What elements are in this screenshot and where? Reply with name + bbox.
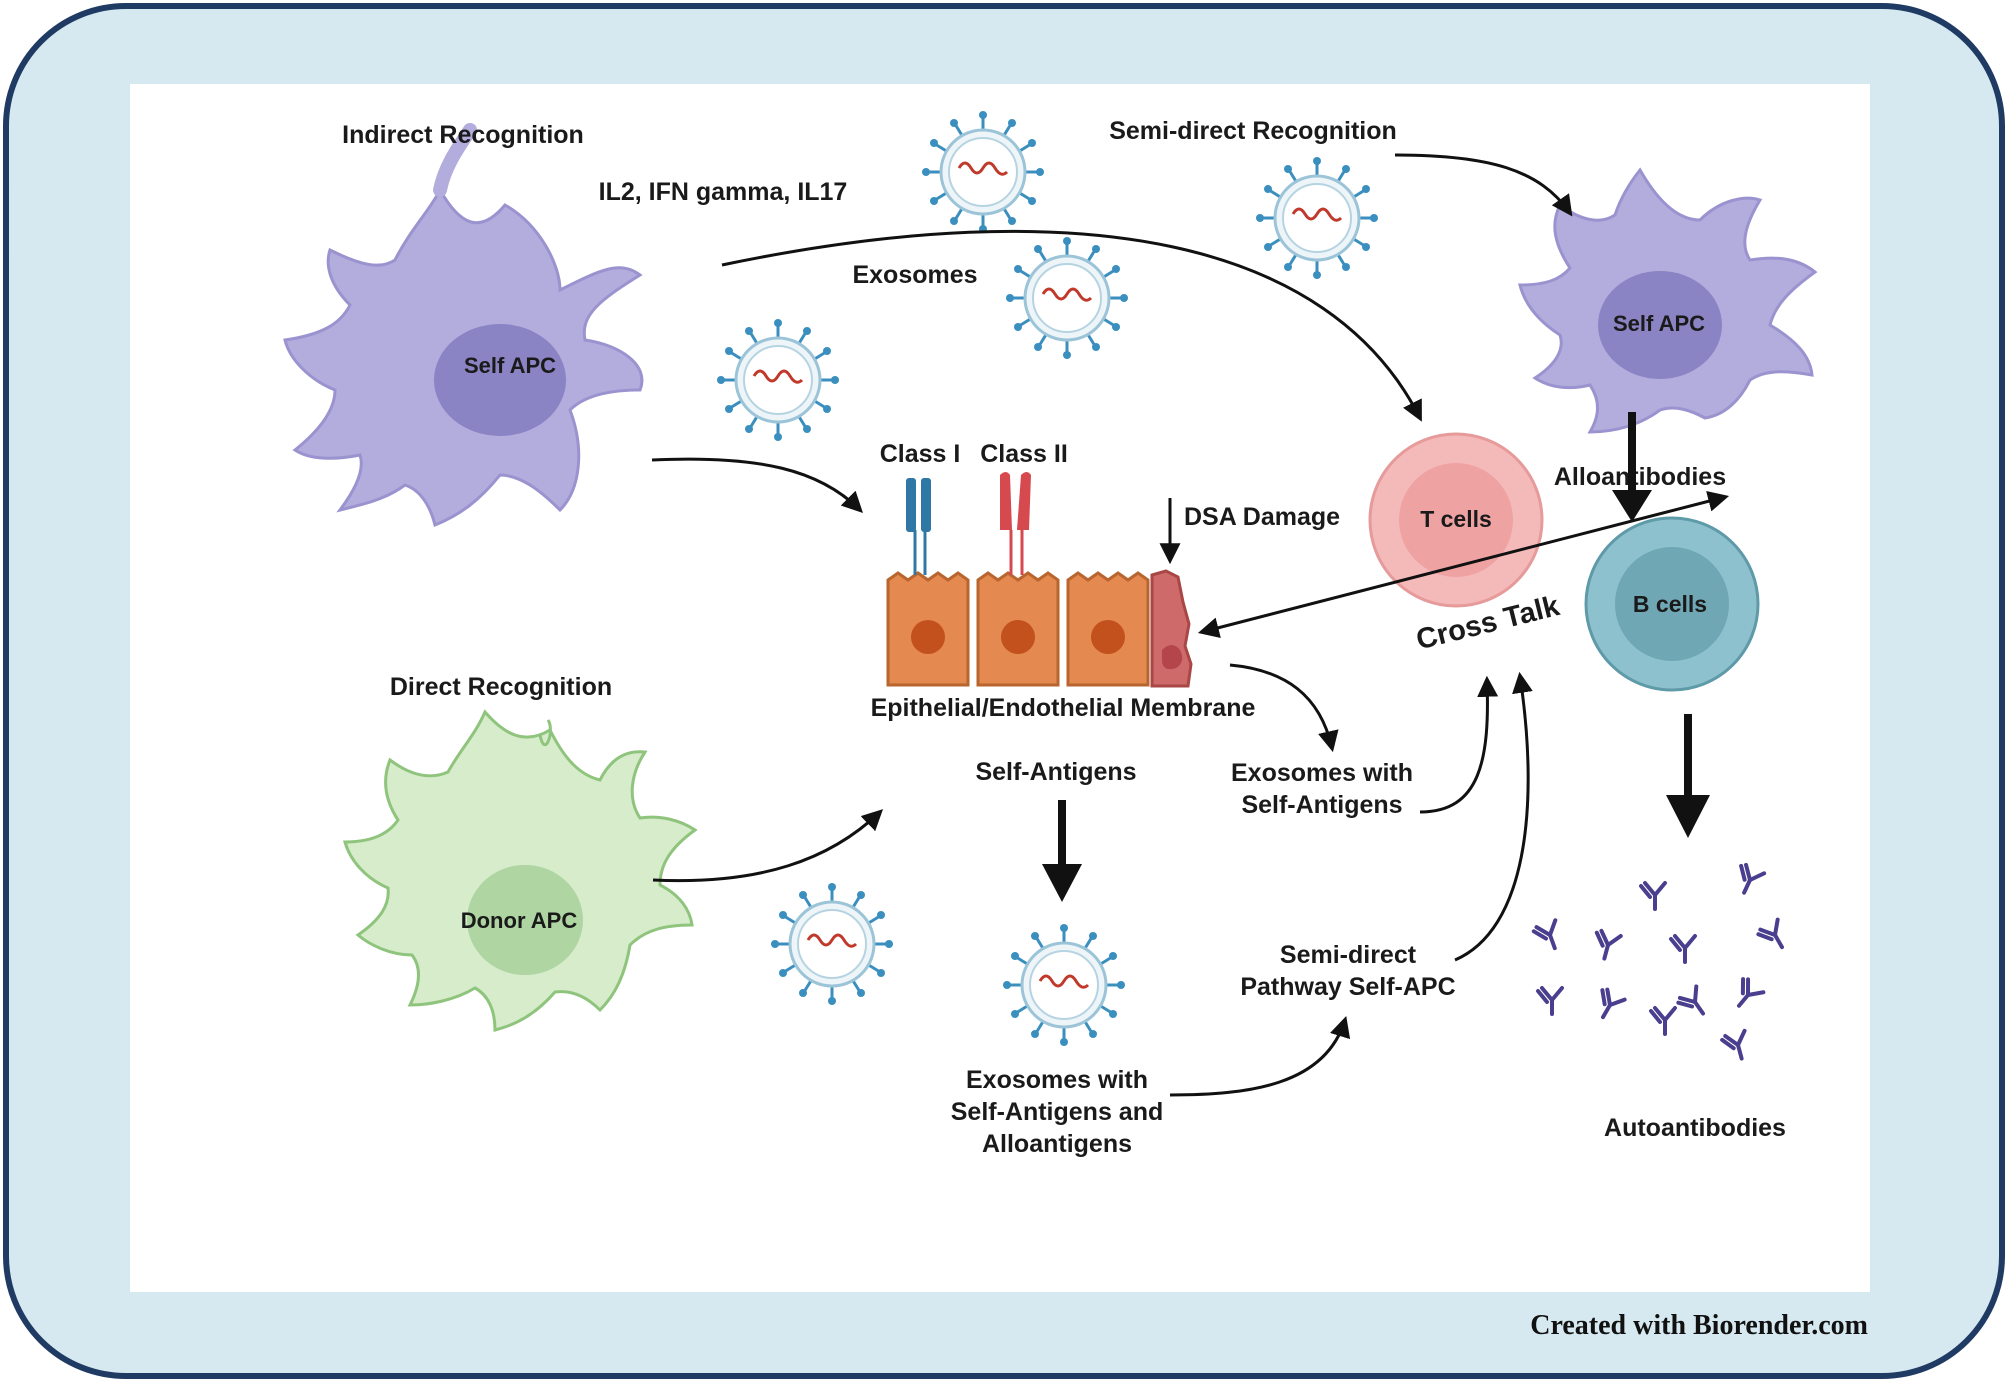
- membrane-label: Epithelial/Endothelial Membrane: [871, 694, 1256, 722]
- direct-recognition-label: Direct Recognition: [390, 673, 612, 701]
- alloantibodies-label: Alloantibodies: [1554, 463, 1726, 491]
- self-apc-right: [1518, 167, 1818, 434]
- class-i-receptor: [906, 478, 931, 575]
- exosomes-allo-label-2: Self-Antigens and: [951, 1098, 1164, 1126]
- arrowhead: [1042, 864, 1082, 902]
- arrowhead: [1612, 490, 1652, 522]
- semi-direct-pathway-label-2: Pathway Self-APC: [1240, 973, 1455, 1001]
- arrowhead: [1666, 795, 1710, 838]
- autoantibodies-label: Autoantibodies: [1604, 1114, 1786, 1142]
- arrow-pathway-to-cross-talk: [1454, 671, 1533, 962]
- arrow-cross-talk: [1197, 491, 1730, 638]
- exosomes-self-antigens-label-1: Exosomes with: [1231, 759, 1413, 787]
- arrow-membrane-to-exosomes: [1229, 663, 1339, 753]
- donor-apc-label: Donor APC: [461, 908, 578, 933]
- exosomes-self-antigens-label-2: Self-Antigens: [1241, 791, 1402, 819]
- exosomes-label: Exosomes: [852, 261, 977, 289]
- self-apc-left-label: Self APC: [464, 353, 556, 378]
- t-cells-label: T cells: [1420, 506, 1492, 532]
- epithelial-membrane: [886, 569, 1193, 688]
- class-i-label: Class I: [880, 440, 961, 468]
- class-ii-label: Class II: [980, 440, 1068, 468]
- arrow-direct-to-membrane: [652, 809, 884, 883]
- self-antigens-label: Self-Antigens: [975, 758, 1136, 786]
- credit-label: Created with Biorender.com: [1530, 1310, 1868, 1341]
- semi-direct-recognition-label: Semi-direct Recognition: [1109, 117, 1397, 145]
- b-cells-label: B cells: [1633, 591, 1707, 617]
- indirect-recognition-label: Indirect Recognition: [342, 121, 584, 149]
- cytokines-label: IL2, IFN gamma, IL17: [599, 178, 848, 206]
- donor-apc: [343, 709, 698, 1032]
- arrow-cytokines-to-t-cells: [721, 229, 1422, 422]
- self-apc-left: [283, 123, 644, 528]
- self-apc-right-label: Self APC: [1613, 311, 1705, 336]
- exosomes-allo-label-1: Exosomes with: [966, 1066, 1148, 1094]
- arrow-indirect-to-membrane: [651, 457, 863, 513]
- arrow-semi-direct: [1394, 153, 1573, 217]
- dsa-damage-label: DSA Damage: [1184, 503, 1340, 531]
- class-ii-receptor: [1000, 472, 1031, 575]
- arrow-exosomes-to-pathway: [1169, 1015, 1351, 1097]
- arrow-exosomes-to-cross-talk: [1419, 675, 1499, 814]
- exosomes-allo-label-3: Alloantigens: [982, 1130, 1132, 1158]
- semi-direct-pathway-label-1: Semi-direct: [1280, 941, 1417, 969]
